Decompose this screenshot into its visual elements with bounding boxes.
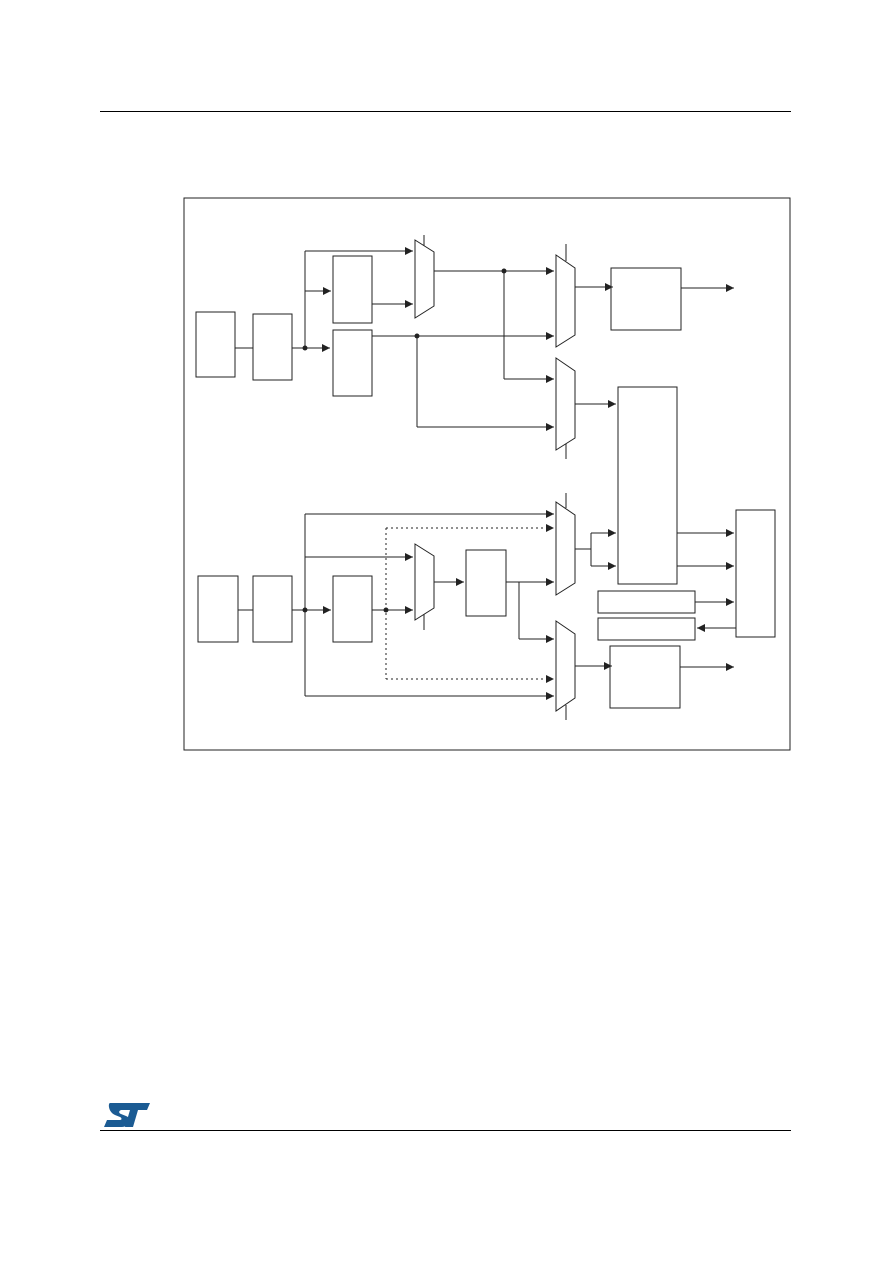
block-bar-1 xyxy=(597,590,696,614)
block-top-stage-a xyxy=(332,255,373,324)
block-bottom-input-2 xyxy=(252,575,293,643)
block-bottom-output xyxy=(609,645,681,709)
mux-top-1 xyxy=(414,239,435,319)
mux-bottom-1 xyxy=(414,543,435,621)
figure-frame xyxy=(183,197,791,751)
mux-bottom-2 xyxy=(555,501,576,596)
block-bottom-mid xyxy=(465,549,507,617)
mux-bottom-3 xyxy=(555,620,576,712)
block-top-input-2 xyxy=(252,313,293,381)
st-logo-icon xyxy=(104,1103,150,1127)
footer-rule xyxy=(100,1130,791,1131)
mux-top-3 xyxy=(555,357,576,451)
block-bottom-stage-a xyxy=(332,575,373,643)
block-right-tall xyxy=(735,509,776,638)
block-bar-2 xyxy=(597,617,696,641)
mux-top-2 xyxy=(555,254,576,348)
header-rule xyxy=(100,111,791,112)
block-top-stage-b xyxy=(332,329,373,397)
block-top-input-1 xyxy=(195,311,236,378)
block-bottom-input-1 xyxy=(197,575,239,643)
block-center-tall xyxy=(617,386,678,585)
block-top-output xyxy=(610,267,682,331)
